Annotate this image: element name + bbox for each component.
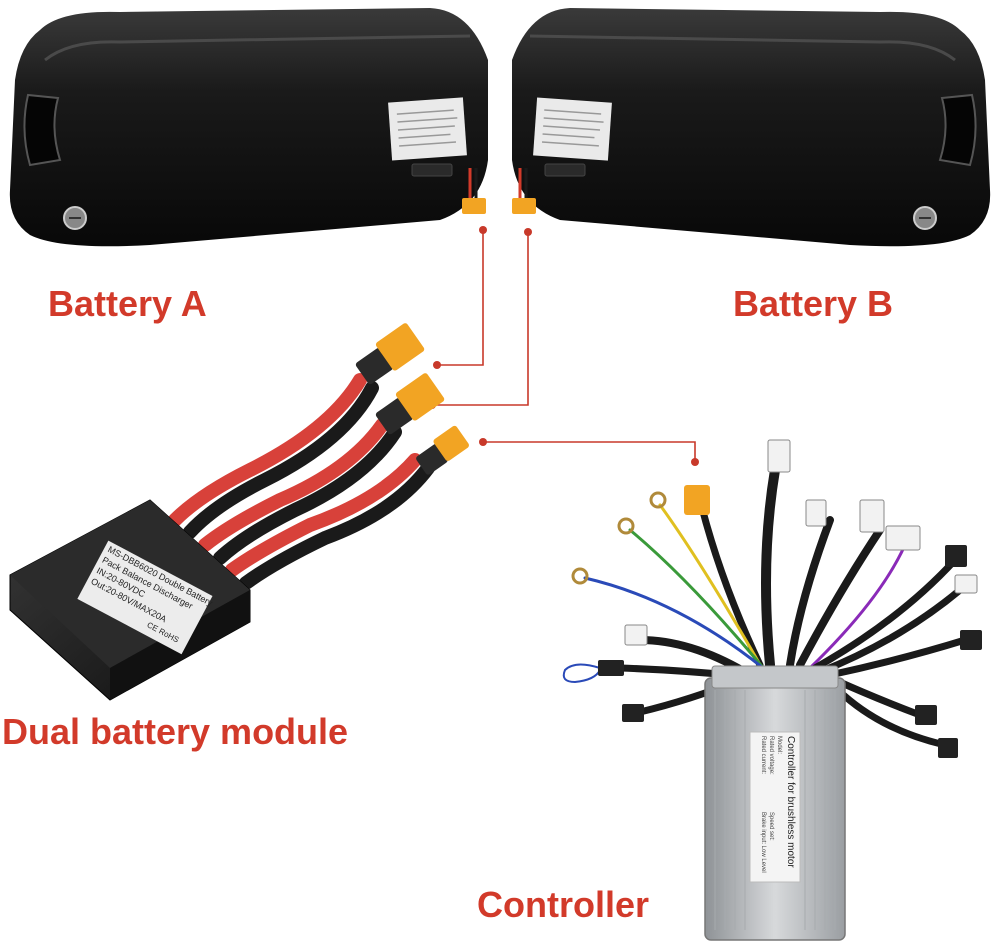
battery-b-xt60-connector (512, 198, 536, 214)
link-battery-a-to-module (437, 230, 484, 366)
controller-sticker-row5: Brake input: Low Level (760, 812, 766, 873)
controller-sticker-row1: Model: (776, 736, 782, 754)
label-battery-b: Battery B (733, 283, 893, 324)
battery-a-sticker (388, 97, 467, 161)
module-xt60-connectors (355, 323, 469, 475)
label-controller: Controller (477, 884, 649, 925)
controller-xt60-connector (684, 485, 710, 515)
battery-b (512, 8, 991, 247)
label-dual-battery-module: Dual battery module (2, 711, 348, 752)
battery-b-sticker (533, 97, 612, 161)
dual-battery-module: MS-DBB6020 Double Battery Pack Balance D… (9, 323, 469, 701)
controller-sticker-row3: Rated current: (760, 736, 766, 774)
controller-sticker-title: Controller for brushless motor (785, 736, 796, 868)
controller-sticker-row2: Rated voltage: (768, 736, 774, 775)
controller-sticker-row4: Speed set: (768, 812, 774, 841)
battery-a-xt60-connector (462, 198, 486, 214)
connection-lines (432, 230, 696, 462)
link-module-to-controller (483, 441, 696, 462)
controller: Controller for brushless motor Model: Ra… (562, 439, 982, 941)
battery-a (9, 8, 488, 247)
link-battery-b-to-module (432, 232, 529, 406)
connection-dots (428, 226, 699, 466)
module-sticker: MS-DBB6020 Double Battery Pack Balance D… (77, 540, 215, 655)
controller-sticker: Controller for brushless motor Model: Ra… (749, 731, 801, 883)
controller-connectors (571, 439, 982, 758)
label-battery-a: Battery A (48, 283, 207, 324)
